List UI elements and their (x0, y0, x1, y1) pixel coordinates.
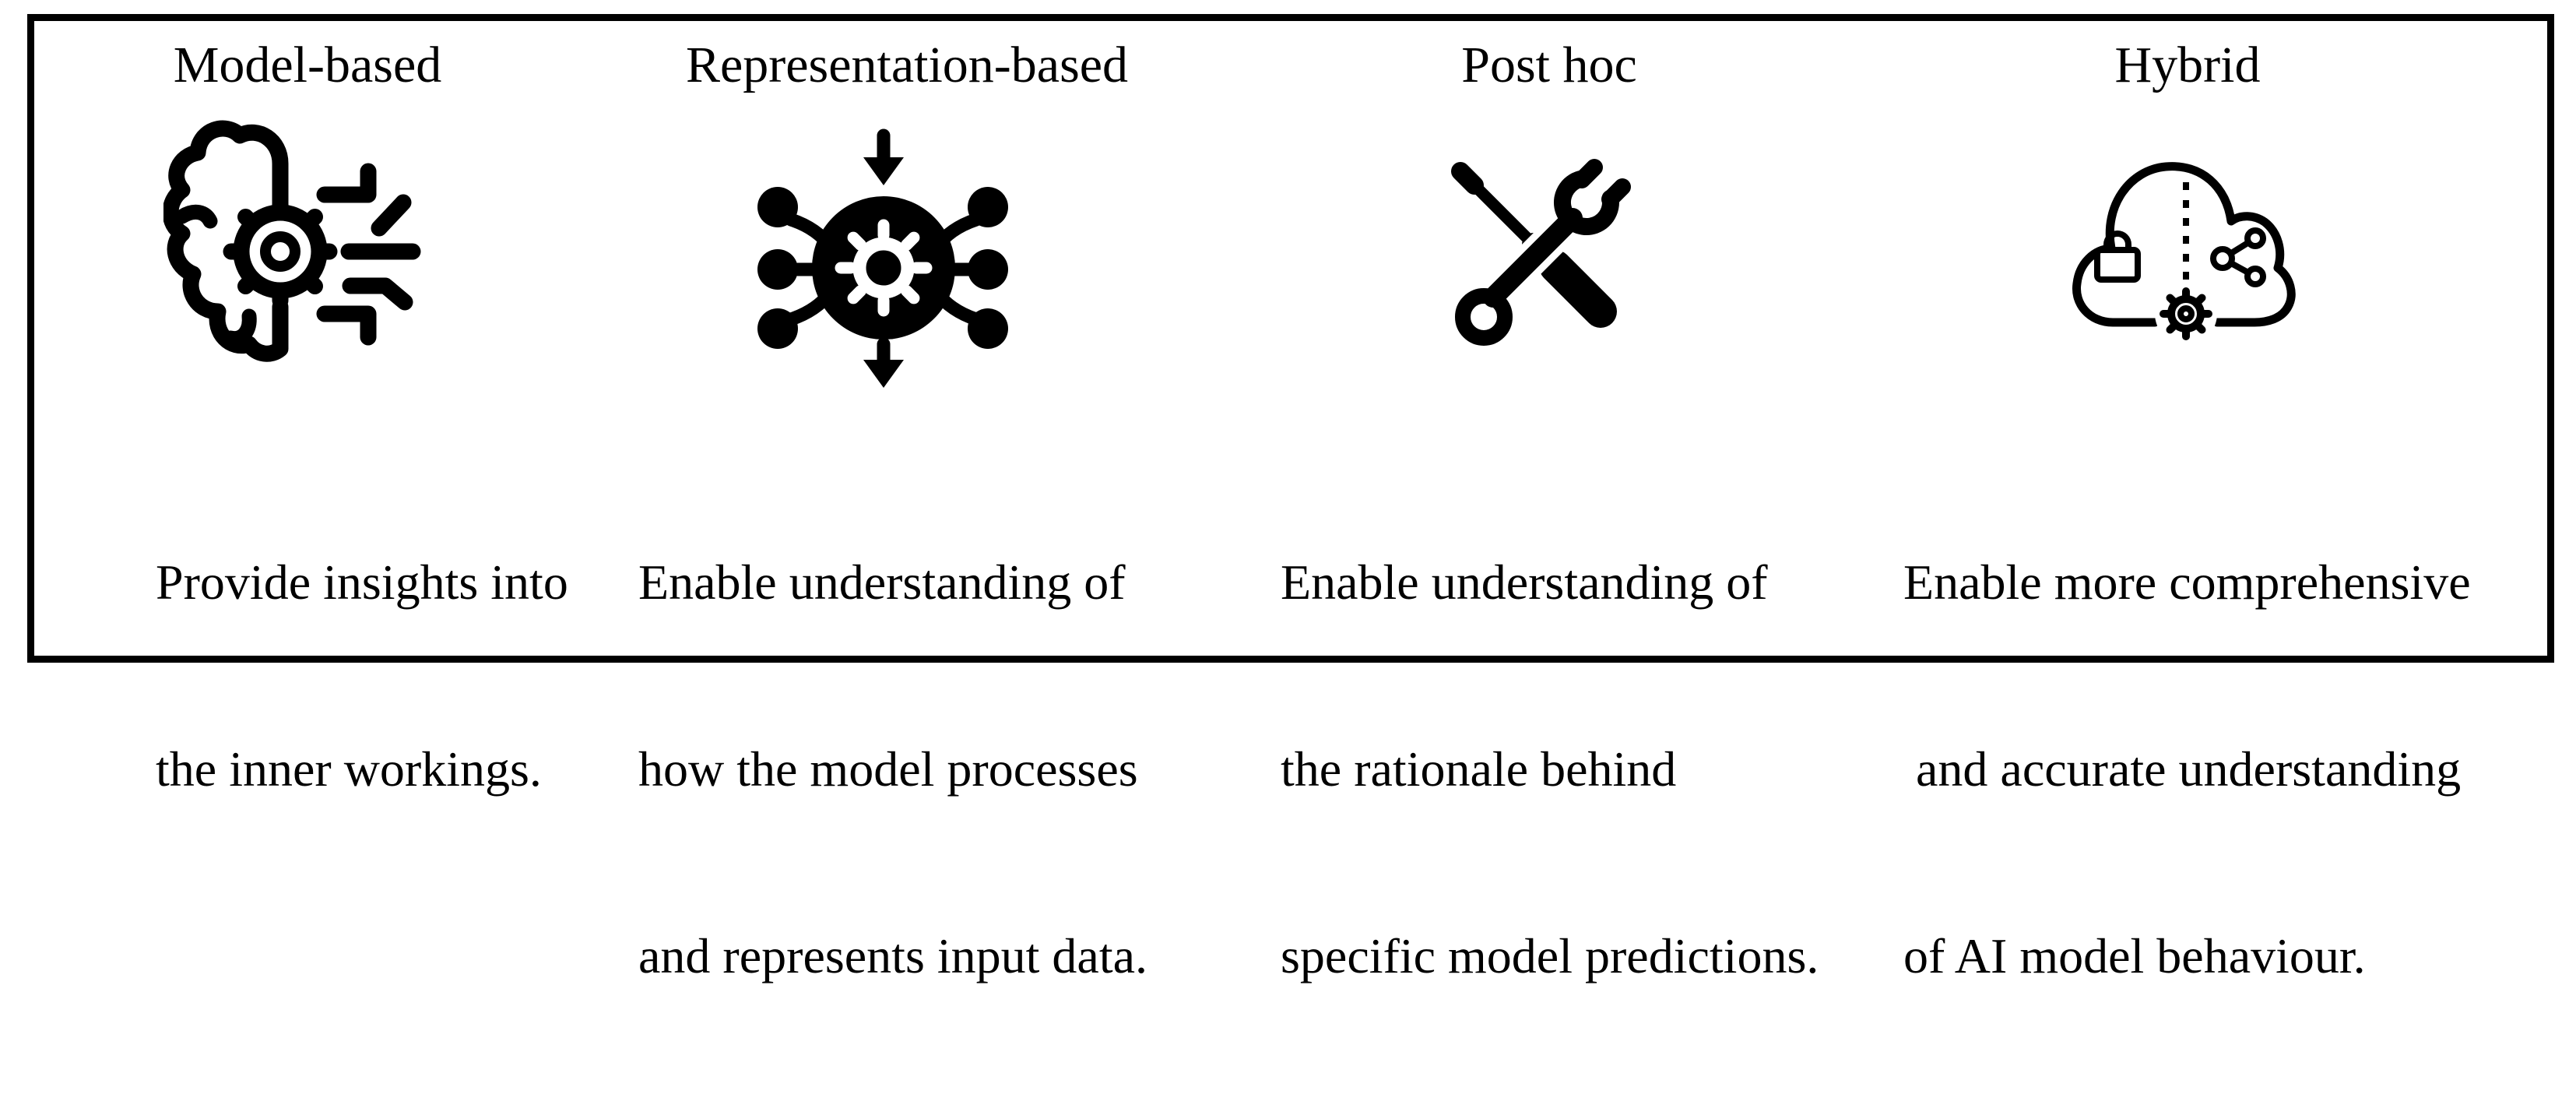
description-line: how the model processes (638, 741, 1138, 797)
description-line: specific model predictions. (1281, 928, 1819, 984)
category-title: Model-based (173, 37, 442, 93)
category-panel-hybrid: Hybrid Enable more comprehensive and acc… (1861, 0, 2514, 984)
category-title: Representation-based (685, 37, 1129, 93)
description-line: Enable understanding of (638, 554, 1126, 610)
category-description: Enable understanding of how the model pr… (638, 427, 1147, 1112)
category-title: Hybrid (2114, 37, 2261, 93)
description-line: the rationale behind (1281, 741, 1677, 797)
category-title: Post hoc (1461, 37, 1637, 93)
category-panel-representation-based: Representation-based (615, 0, 1199, 984)
brain-gear-icon (163, 117, 436, 389)
category-description: Enable understanding of the rationale be… (1281, 427, 1819, 1112)
category-description: Enable more comprehensive and accurate u… (1903, 427, 2471, 1112)
screwdriver-wrench-icon (1440, 148, 1643, 350)
category-description: Provide insights into the inner workings… (156, 427, 568, 925)
description-line: and accurate understanding (1903, 741, 2462, 797)
description-line: and represents input data. (638, 928, 1147, 984)
description-line: the inner workings. (156, 741, 542, 797)
description-line: Enable understanding of (1281, 554, 1768, 610)
category-panel-model-based: Model-based (35, 0, 580, 797)
secure-cloud-gear-icon (2063, 148, 2312, 350)
description-line: of AI model behaviour. (1903, 928, 2366, 984)
category-panel-post-hoc: Post hoc Enable understanding of the rat… (1246, 0, 1853, 984)
description-line: Provide insights into (156, 554, 568, 610)
description-line: Enable more comprehensive (1903, 554, 2471, 610)
figure-border (27, 14, 2554, 663)
network-processing-icon (747, 125, 1020, 397)
